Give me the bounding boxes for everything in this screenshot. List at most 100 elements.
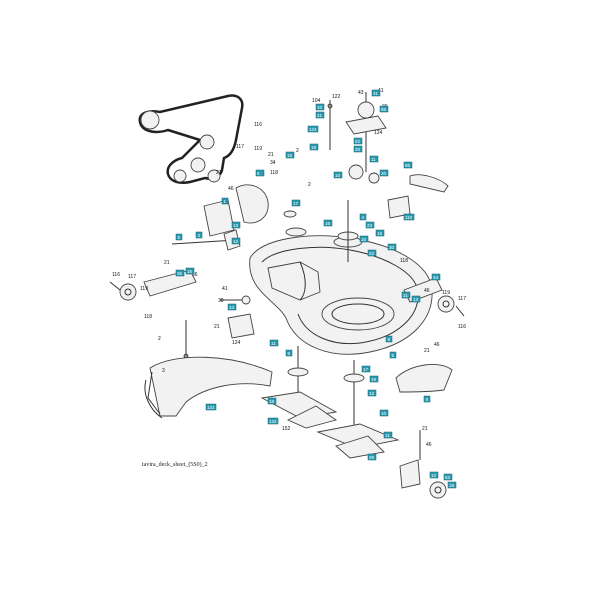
svg-text:12: 12 [431,473,437,478]
belt-routing [138,94,244,184]
callout-8b[interactable]: 8 [285,349,293,357]
callout-35[interactable]: 35 [175,269,185,277]
svg-text:34: 34 [433,275,439,280]
callout-86[interactable]: 86 [403,161,413,169]
callout-131[interactable]: 131 [205,403,217,411]
callout-17[interactable]: 17 [291,199,301,207]
label-2b: 2 [308,182,311,188]
svg-text:10: 10 [317,105,323,110]
callout-1[interactable]: 1 [221,197,229,205]
callout-12c[interactable]: 12 [429,471,439,479]
svg-text:18: 18 [269,399,275,404]
label-117c: 117 [458,296,466,302]
label-46d: 46 [426,442,432,448]
svg-text:131: 131 [207,405,215,410]
callout-85[interactable]: 85 [379,105,389,113]
callout-5b[interactable]: 5 [175,233,183,241]
svg-text:3: 3 [198,233,201,238]
callout-13b[interactable]: 13 [411,295,421,303]
label-21f: 21 [422,426,428,432]
callout-23[interactable]: 23 [365,221,375,229]
callout-boxes: 31 10 21 85 124 22 20 18 86 11 10 15 20 … [175,89,457,489]
callout-30[interactable]: 30 [387,243,397,251]
callout-15[interactable]: 15 [285,151,295,159]
callout-5c[interactable]: 5 [389,351,397,359]
callout-21[interactable]: 21 [315,111,325,119]
callout-15b[interactable]: 15 [375,229,385,237]
callout-16b[interactable]: 16 [185,267,195,275]
spindle-pulley-top [357,101,375,119]
label-21: 21 [268,152,274,158]
svg-text:31: 31 [403,293,409,298]
label-38: 38 [218,298,224,304]
callout-18b[interactable]: 18 [267,397,277,405]
callout-124[interactable]: 124 [307,125,319,133]
label-118: 118 [270,170,278,176]
callout-22b[interactable]: 22 [367,249,377,257]
callout-11[interactable]: 11 [369,155,379,163]
callout-13[interactable]: 13 [231,221,241,229]
callout-8c[interactable]: 8 [423,395,431,403]
svg-text:5: 5 [392,353,395,358]
callout-17b[interactable]: 17 [361,365,371,373]
svg-text:5: 5 [257,171,260,176]
callout-3[interactable]: 3 [195,231,203,239]
callout-122[interactable]: 122 [267,417,279,425]
svg-text:52: 52 [445,475,451,480]
svg-text:20: 20 [381,171,387,176]
svg-text:15: 15 [377,231,383,236]
svg-text:10: 10 [335,173,341,178]
svg-text:16: 16 [187,269,193,274]
callout-31b[interactable]: 31 [401,291,411,299]
callout-5[interactable]: 5 [255,169,265,177]
belt-idler-mid [190,157,206,173]
svg-text:22: 22 [369,251,375,256]
callout-10d[interactable]: 10 [379,409,389,417]
svg-text:11: 11 [385,433,390,438]
callout-11c[interactable]: 11 [383,431,393,439]
svg-text:13: 13 [233,223,239,228]
callout-31[interactable]: 31 [371,89,381,97]
belt-pulley-lower-left [173,169,187,183]
label-46: 46 [228,186,234,192]
svg-text:19: 19 [371,377,377,382]
callout-19b[interactable]: 19 [447,481,457,489]
callout-34[interactable]: 34 [431,273,441,281]
label-2c: 2 [158,336,161,342]
svg-text:31: 31 [373,91,379,96]
callout-8[interactable]: 8 [385,335,393,343]
callout-18[interactable]: 18 [309,143,319,151]
svg-text:5: 5 [178,235,181,240]
callout-11b[interactable]: 11 [269,339,279,347]
callout-4[interactable]: 4 [359,213,367,221]
callout-52[interactable]: 52 [443,473,453,481]
label-122: 122 [332,94,341,100]
label-119c: 119 [442,290,450,296]
svg-text:86: 86 [405,163,411,168]
label-124b: 124 [232,340,241,346]
svg-text:110: 110 [405,215,413,220]
callout-10b[interactable]: 10 [333,171,343,179]
callout-20[interactable]: 20 [353,145,363,153]
mower-deck [249,235,433,355]
callout-29[interactable]: 29 [367,453,377,461]
label-41b: 41 [222,286,228,292]
callout-12[interactable]: 12 [231,237,241,245]
label-116c: 116 [458,324,466,330]
callout-22[interactable]: 22 [353,137,363,145]
label-116: 116 [254,122,262,128]
label-152: 152 [282,426,291,432]
callout-10c[interactable]: 10 [359,235,369,243]
callout-12b[interactable]: 12 [367,389,377,397]
callout-110[interactable]: 110 [403,213,415,221]
pulley-cover [235,184,269,224]
callout-24[interactable]: 24 [227,303,237,311]
callout-20b[interactable]: 20 [379,169,389,177]
label-104: 104 [312,98,321,104]
callout-16[interactable]: 16 [323,219,333,227]
label-46c: 46 [434,342,440,348]
callout-19[interactable]: 19 [369,375,379,383]
callout-10[interactable]: 10 [315,103,325,111]
svg-text:8: 8 [288,351,291,356]
